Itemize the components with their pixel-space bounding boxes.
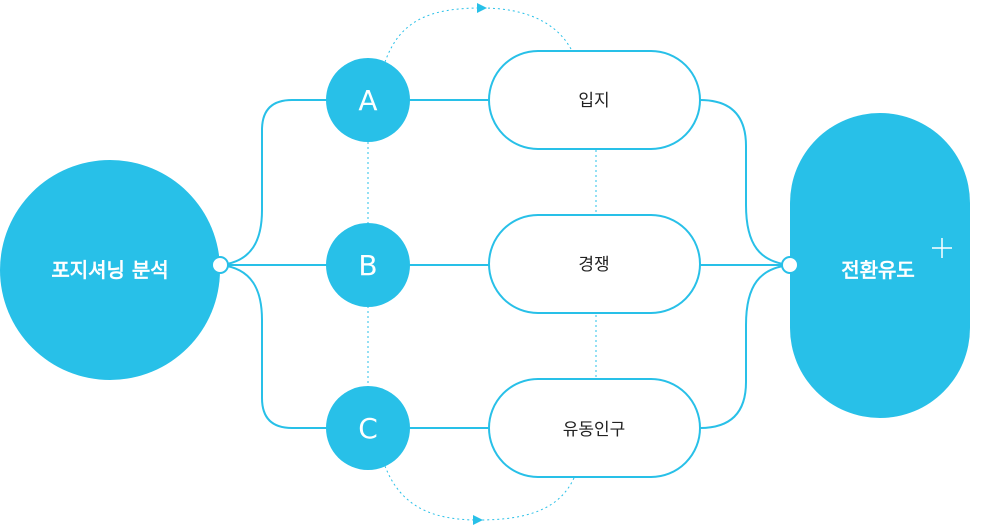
arrow-top-tail (481, 7, 572, 50)
factor-b-circle (326, 223, 410, 307)
right-node-label: 전환유도 (841, 258, 915, 282)
right-junction-dot (781, 256, 799, 274)
connector-right-c (699, 264, 791, 429)
left-node-label: 포지셔닝 분석 (51, 258, 168, 282)
factor-c-label: 유동인구 (563, 420, 626, 440)
arrow-top (384, 3, 487, 63)
left-junction-dot (211, 256, 229, 274)
left-node-circle (0, 160, 220, 380)
arrow-bottom (384, 465, 483, 525)
factor-b-pill (488, 214, 701, 314)
factor-a-label: 입지 (578, 91, 609, 111)
connector-right-a (699, 99, 791, 266)
factor-a-pill (488, 50, 701, 150)
factor-a-circle (326, 58, 410, 142)
factor-a-letter: A (358, 84, 377, 117)
connector-left-a (219, 99, 328, 266)
factor-b-letter: B (358, 249, 377, 282)
plus-icon (932, 238, 952, 258)
arrow-bottom-tail (477, 477, 575, 521)
connector-left-c (219, 264, 328, 429)
right-node-shape (790, 113, 970, 418)
factor-b-label: 경쟁 (578, 255, 609, 275)
factor-c-circle (326, 386, 410, 470)
factor-c-pill (488, 378, 701, 478)
factor-c-letter: C (358, 412, 378, 445)
